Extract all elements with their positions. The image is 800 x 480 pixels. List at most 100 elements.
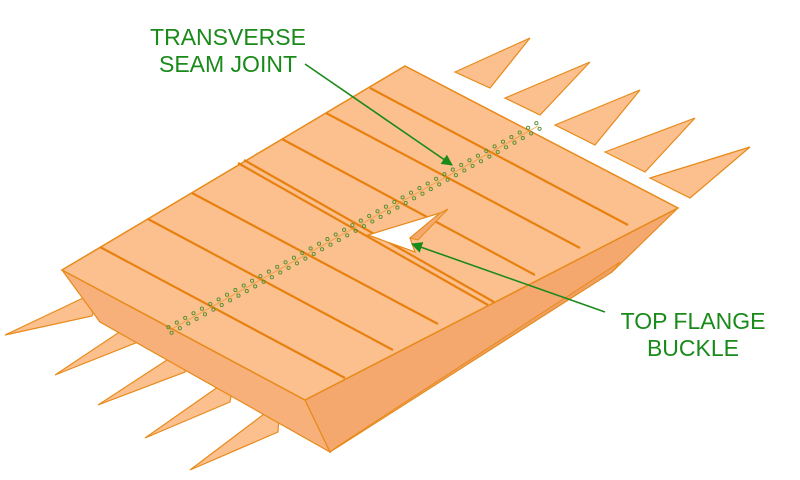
deck-rib-1: [99, 246, 346, 379]
seam-bolt: [300, 250, 305, 256]
seam-bolt: [345, 233, 350, 238]
seam-bolt: [320, 247, 325, 252]
seam-bolt: [478, 159, 484, 164]
seam-bolt: [367, 213, 372, 218]
seam-bolt: [224, 292, 230, 297]
seam-bolt: [417, 186, 422, 191]
far-girder-3: [553, 89, 641, 146]
buckle-label-line-1: TOP FLANGE: [620, 308, 766, 334]
deck-rib-6: [325, 112, 581, 249]
seam-bolt: [283, 260, 288, 265]
seam-leader-line: [304, 63, 453, 166]
far-girder-4: [603, 117, 696, 173]
seam-bolt: [169, 330, 174, 335]
seam-bolt: [233, 288, 238, 293]
seam-bolt: [183, 315, 188, 320]
seam-bolt: [278, 270, 283, 275]
seam-bolt: [186, 321, 191, 326]
deck-top-plate: [60, 65, 680, 401]
deck-ribs: [99, 87, 629, 379]
seam-bolt: [400, 195, 405, 200]
seam-bolt: [425, 181, 430, 186]
seam-bolt: [509, 135, 514, 140]
seam-bolt: [333, 232, 338, 237]
seam-bolt: [311, 251, 316, 257]
deck-rib-7: [369, 87, 629, 226]
seam-bolt: [294, 261, 300, 266]
seam-bolt: [325, 237, 330, 242]
seam-bolt: [275, 264, 280, 269]
seam-bolt: [534, 121, 539, 126]
seam-bolt: [353, 228, 358, 233]
seam-bolt: [459, 162, 464, 167]
seam-bolt: [286, 265, 291, 270]
seam-bolt: [434, 176, 439, 181]
seam-bolt: [512, 140, 517, 145]
seam-bolt: [244, 289, 249, 294]
seam-bolt: [517, 130, 522, 135]
seam-bolt: [408, 190, 414, 195]
seam-label-line-2: SEAM JOINT: [158, 51, 297, 77]
seam-bolt: [495, 149, 500, 155]
seam-bolt: [211, 307, 216, 312]
seam-joint-label: TRANSVERSE SEAM JOINT: [128, 24, 328, 78]
deck-rib-4b: [243, 159, 495, 303]
seam-bolt: [492, 144, 497, 149]
seam-bolt: [261, 279, 266, 284]
seam-bolt: [303, 256, 308, 261]
seam-bolt: [253, 284, 258, 289]
seam-bolt: [174, 320, 179, 325]
buckle-leader-line: [410, 242, 606, 313]
seam-label-line-1: TRANSVERSE: [150, 24, 306, 50]
buckle-shadow: [408, 208, 449, 241]
seam-bolt: [269, 275, 274, 280]
seam-bolt: [392, 199, 397, 205]
seam-bolt: [202, 312, 208, 317]
seam-bolt: [191, 311, 196, 316]
seam-bolt: [500, 139, 506, 144]
seam-bolt: [504, 145, 509, 150]
seam-bolt: [350, 223, 355, 228]
seam-bolt: [258, 274, 263, 279]
seam-bolt: [445, 177, 450, 182]
seam-bolt: [375, 209, 380, 214]
seam-bolt: [437, 182, 442, 187]
seam-bolt: [395, 205, 400, 210]
seam-bolt: [453, 173, 458, 178]
seam-bolt: [199, 306, 204, 311]
seam-bolt: [378, 214, 383, 219]
seam-bolt: [336, 238, 341, 243]
seam-bolt: [250, 278, 255, 283]
deck-rib-3: [191, 192, 439, 325]
seam-bolt: [291, 255, 296, 260]
seam-bolt: [428, 187, 433, 192]
seam-bolt: [467, 158, 472, 163]
seam-bolt: [462, 168, 467, 173]
seam-bolt: [236, 293, 241, 298]
seam-bolt: [526, 125, 531, 130]
seam-bolt: [308, 246, 313, 251]
seam-bolt: [470, 163, 475, 168]
top-flange-buckle: [366, 208, 449, 253]
seam-bolt: [475, 153, 480, 158]
seam-line: [169, 125, 539, 331]
seam-bolt: [403, 200, 408, 206]
seam-bolt: [386, 210, 392, 215]
seam-bolt: [166, 325, 171, 330]
buckle-label: TOP FLANGE BUCKLE: [598, 308, 788, 362]
far-girder-1: [453, 37, 531, 89]
seam-bolt: [241, 283, 246, 288]
seam-bolt: [342, 227, 347, 232]
seam-bolt: [537, 126, 542, 131]
seam-bolt: [383, 204, 388, 209]
seam-bolt: [228, 298, 233, 303]
seam-bolt: [484, 148, 489, 154]
seam-bolt: [208, 301, 213, 307]
seam-bolt: [450, 167, 455, 172]
seam-bolt: [177, 326, 182, 331]
seam-bolt: [316, 241, 322, 246]
deck-rib-2: [147, 218, 394, 351]
transverse-seam-joint: [166, 121, 542, 335]
seam-bolt: [358, 218, 363, 223]
